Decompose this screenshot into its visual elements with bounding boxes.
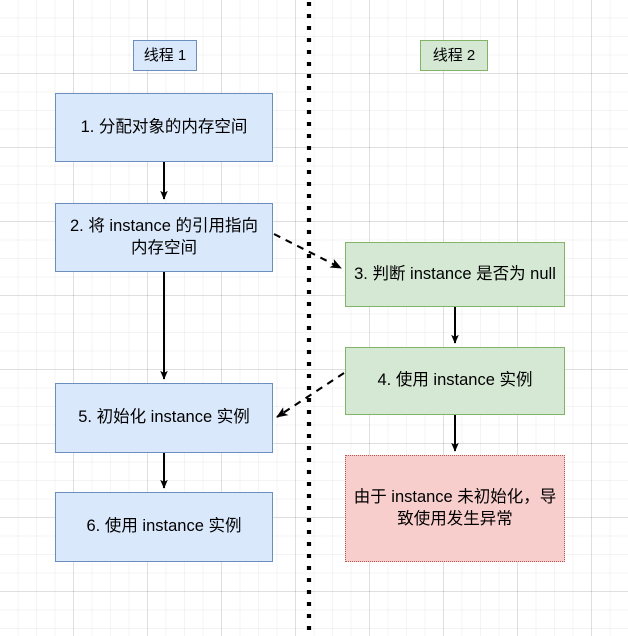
node-step5-label: 5. 初始化 instance 实例	[78, 408, 250, 427]
node-step1-label: 1. 分配对象的内存空间	[80, 117, 248, 136]
node-error[interactable]: 由于 instance 未初始化，导致使用发生异常	[345, 455, 565, 562]
thread1-label-text: 线程 1	[143, 46, 187, 64]
node-step4[interactable]: 4. 使用 instance 实例	[345, 347, 565, 415]
node-step1[interactable]: 1. 分配对象的内存空间	[55, 93, 273, 162]
edge-step4-to-step5	[276, 372, 345, 418]
node-step6[interactable]: 6. 使用 instance 实例	[55, 492, 273, 562]
thread2-label-text: 线程 2	[432, 46, 476, 64]
node-step2-label: 2. 将 instance 的引用指向内存空间	[70, 217, 258, 257]
edge-step2-to-step3	[273, 233, 342, 269]
node-step3-label: 3. 判断 instance 是否为 null	[354, 264, 556, 283]
node-step2[interactable]: 2. 将 instance 的引用指向内存空间	[55, 203, 273, 272]
node-step5[interactable]: 5. 初始化 instance 实例	[55, 383, 273, 453]
thread2-label: 线程 2	[420, 40, 488, 71]
node-step3[interactable]: 3. 判断 instance 是否为 null	[345, 242, 565, 307]
node-step6-label: 6. 使用 instance 实例	[86, 517, 242, 536]
thread1-label: 线程 1	[133, 40, 197, 71]
node-step4-label: 4. 使用 instance 实例	[377, 371, 533, 390]
node-error-label: 由于 instance 未初始化，导致使用发生异常	[353, 488, 557, 528]
